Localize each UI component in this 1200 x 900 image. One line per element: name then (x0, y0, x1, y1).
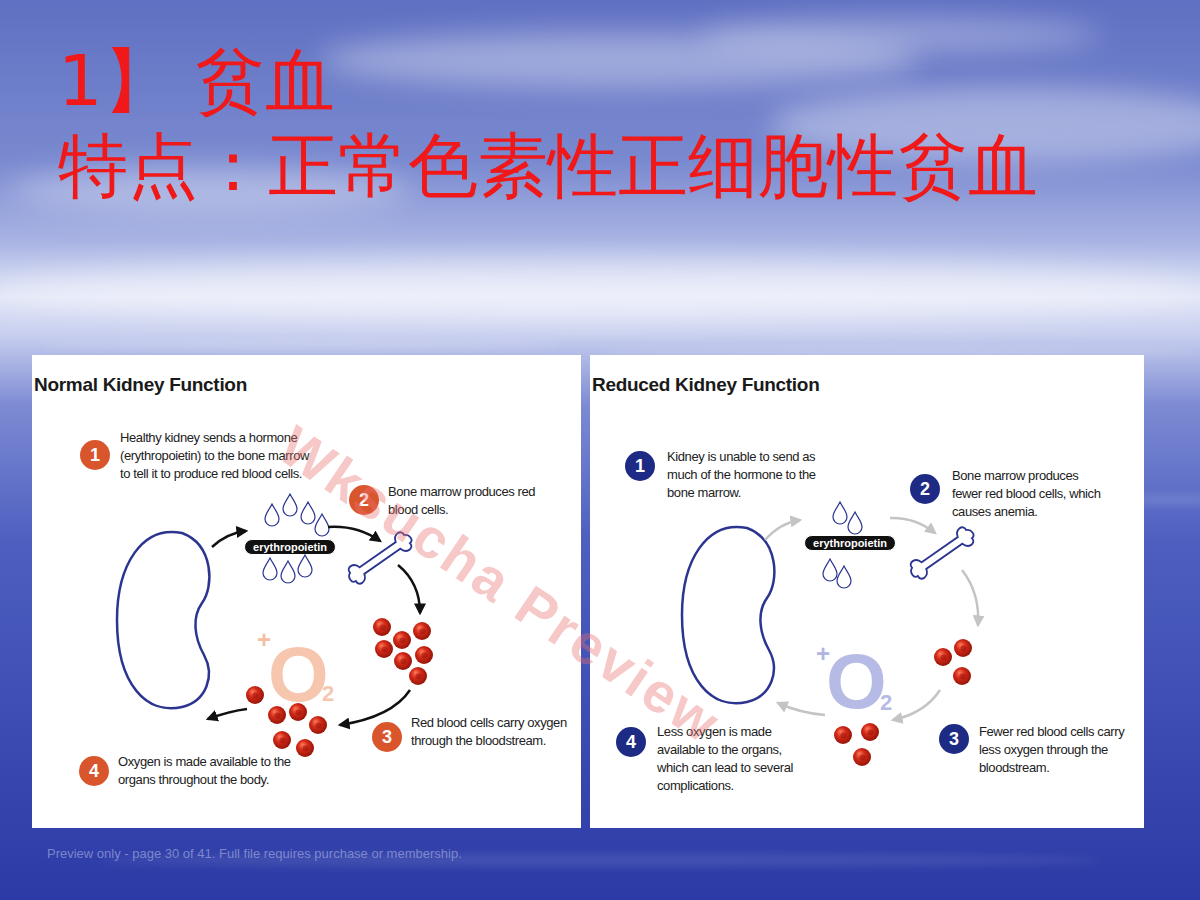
step-callout: 2 Bone marrow produces red blood cells. (349, 485, 540, 519)
cycle-arrow (328, 527, 380, 541)
callout-number: 2 (910, 474, 940, 504)
hormone-drop (265, 504, 279, 526)
step-description: Oxygen is made available to the organs t… (118, 753, 330, 789)
cycle-arrow (340, 690, 410, 725)
normal-cycle (117, 494, 433, 757)
callout-number: 3 (372, 722, 402, 752)
cloud (10, 166, 410, 214)
red-blood-cell (246, 686, 264, 704)
red-blood-cell (394, 652, 412, 670)
step-description: Bone marrow produces red blood cells. (388, 483, 540, 519)
panel-heading: Reduced Kidney Function (592, 375, 819, 394)
step-callout: 2Bone marrow produces fewer red blood ce… (910, 474, 1104, 521)
plus-sign: + (257, 628, 271, 652)
oxygen-symbol: O (268, 635, 329, 713)
hormone-pill: erythropoietin (804, 535, 896, 551)
red-blood-cell (853, 748, 871, 766)
red-blood-cell (934, 648, 952, 666)
red-blood-cell (268, 706, 286, 724)
callout-number: 2 (349, 485, 379, 515)
cloud (770, 87, 1200, 163)
subtitle-text: 特点：正常色素性正细胞性贫血 (58, 131, 1038, 201)
panel-heading: Normal Kidney Function (34, 375, 247, 394)
step-description: Healthy kidney sends a hormone (erythrop… (120, 429, 314, 483)
red-blood-cell (393, 631, 411, 649)
cycle-arrow (398, 565, 420, 613)
cycle-arrow (212, 531, 246, 547)
red-blood-cell (953, 667, 971, 685)
red-blood-cell (409, 667, 427, 685)
step-callout: 1 Kidney is unable to send as much of the… (625, 451, 821, 502)
hormone-drop (263, 558, 277, 580)
hormone-drop (823, 559, 837, 581)
footer-note: Preview only - page 30 of 41. Full file … (47, 847, 462, 860)
slide-title: 1】 贫血 (58, 46, 335, 116)
red-blood-cell (375, 640, 393, 658)
step-description: Bone marrow produces fewer red blood cel… (952, 467, 1104, 521)
step-description: Fewer red blood cells carry less oxygen … (979, 723, 1137, 777)
red-blood-cell (373, 618, 391, 636)
cycle-arrow (962, 570, 978, 625)
red-blood-cell (413, 622, 431, 640)
callout-number: 1 (80, 440, 110, 470)
hormone-drop (833, 502, 847, 524)
hormone-drop (298, 555, 312, 577)
diagram-panel: Normal Kidney Function1Healthy kidney se… (32, 355, 581, 828)
callout-number: 3 (939, 724, 969, 754)
step-callout: 4Less oxygen is made available to the or… (616, 727, 809, 795)
water-streak (100, 854, 1100, 866)
callout-number: 4 (79, 756, 109, 786)
cloud (700, 17, 1100, 53)
hormone-name: erythropoietin (805, 536, 895, 550)
plus-sign: + (816, 642, 830, 666)
red-blood-cell (861, 723, 879, 741)
watermark: Wksucha Preview (270, 417, 731, 753)
hormone-drop (315, 514, 329, 536)
callout-number: 4 (616, 727, 646, 757)
step-description: Red blood cells carry oxygen through the… (411, 714, 571, 750)
hormone-name: erythropoietin (245, 540, 335, 554)
red-blood-cell (834, 726, 852, 744)
hormone-drop (848, 512, 862, 534)
hormone-drop (301, 502, 315, 524)
cycle-arrow (208, 709, 247, 719)
horizon-haze (0, 260, 1200, 320)
red-blood-cell (273, 731, 291, 749)
red-blood-cell (309, 716, 327, 734)
cycle-arrow (765, 520, 800, 540)
hormone-drop (837, 566, 851, 588)
oxygen-subscript: 2 (880, 692, 892, 714)
reduced-cycle (682, 502, 978, 766)
water-streak (40, 341, 560, 349)
callout-number: 1 (625, 451, 655, 481)
hormone-drop (281, 561, 295, 583)
kidney-outline (117, 532, 209, 708)
kidney-outline (682, 527, 774, 703)
bone-marrow (906, 524, 978, 583)
cycle-arrow (893, 690, 940, 720)
step-callout: 4 Oxygen is made available to the organs … (79, 756, 330, 789)
red-blood-cell (296, 739, 314, 757)
step-description: Kidney is unable to send as much of the … (667, 448, 821, 502)
step-callout: 3 Fewer red blood cells carry less oxygen… (939, 724, 1137, 777)
hormone-drop (283, 494, 297, 516)
cycle-arrow (778, 703, 825, 715)
step-callout: 1Healthy kidney sends a hormone (erythro… (80, 440, 314, 483)
hormone-pill: erythropoietin (244, 539, 336, 555)
red-blood-cell (954, 639, 972, 657)
diagram-panel: Reduced Kidney Function 1 Kidney is unable… (590, 355, 1144, 828)
red-blood-cell (289, 703, 307, 721)
oxygen-symbol: O (826, 642, 887, 720)
oxygen-subscript: 2 (322, 683, 334, 705)
red-blood-cell (415, 646, 433, 664)
step-description: Less oxygen is made available to the org… (657, 723, 809, 795)
cycle-arrow (890, 518, 935, 533)
bone-marrow (344, 529, 416, 588)
step-callout: 3Red blood cells carry oxygen through th… (372, 722, 571, 752)
